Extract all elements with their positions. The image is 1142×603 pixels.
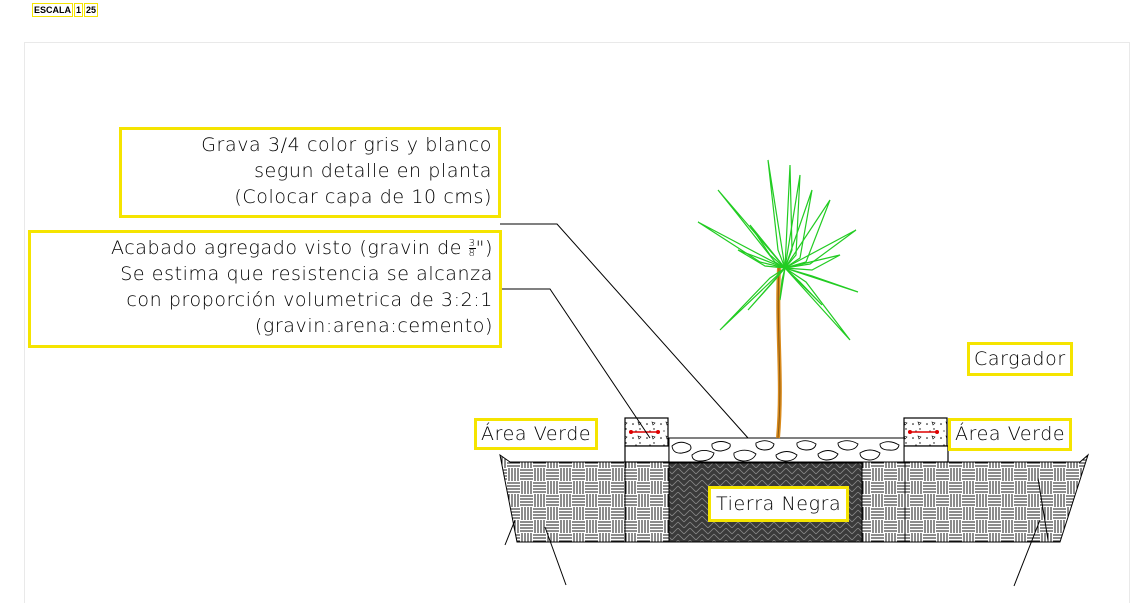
area-verde-right-label: Área Verde	[948, 418, 1073, 451]
right-curb	[903, 417, 949, 463]
gravel-note-line2: segun detalle en planta	[254, 160, 492, 182]
scale-label: ESCALA 1 25	[32, 3, 99, 17]
right-soil-bank	[904, 453, 1090, 543]
scale-numerator: 1	[74, 3, 84, 17]
leader-lines	[500, 223, 1049, 587]
tierra-negra-label: Tierra Negra	[708, 486, 850, 522]
left-curb	[624, 417, 670, 463]
gravel-note: Grava 3/4 color gris y blanco segun deta…	[119, 127, 501, 218]
drawing-sheet	[24, 42, 1130, 603]
finish-note-line4: (gravin:arena:cemento)	[254, 315, 493, 337]
finish-note-line3: con proporción volumetrica de 3:2:1	[126, 289, 493, 311]
right-base-fill	[861, 461, 906, 543]
left-base-fill	[624, 461, 670, 543]
gravel-note-line3: (Colocar capa de 10 cms)	[234, 186, 492, 208]
scale-text: ESCALA	[32, 3, 74, 17]
gravel-note-line1: Grava 3/4 color gris y blanco	[201, 134, 492, 156]
finish-note-line1-prefix: Acabado agregado visto (gravin de	[110, 237, 469, 259]
fraction-numerator: 3	[468, 238, 476, 249]
area-verde-left-label: Área Verde	[474, 418, 599, 450]
scale-denominator: 25	[84, 3, 99, 17]
finish-note-line1-suffix: ")	[475, 237, 493, 259]
gravel-layer	[668, 437, 905, 463]
finish-note-line2: Se estima que resistencia se alcanza	[120, 263, 493, 285]
cargador-label: Cargador	[967, 342, 1073, 376]
palm-tree	[697, 159, 859, 439]
fraction-denominator: 8	[468, 248, 476, 259]
left-soil-bank	[499, 453, 626, 543]
